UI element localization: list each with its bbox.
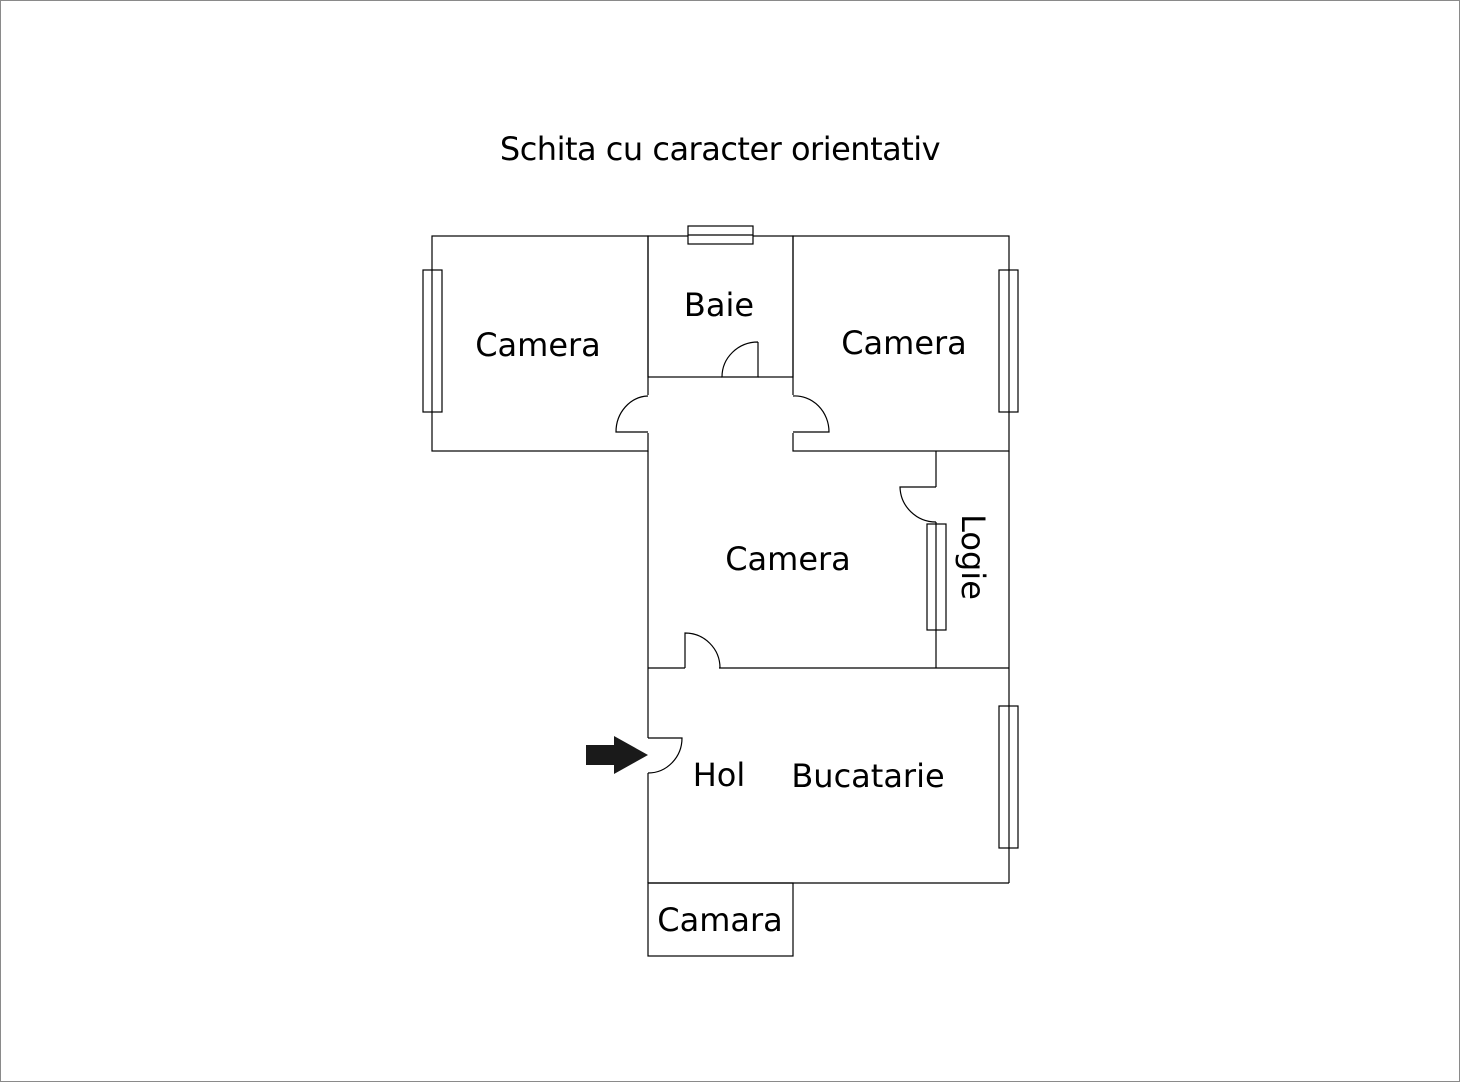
room-label-camera-middle: Camera (725, 540, 851, 578)
door-entrance (647, 737, 683, 774)
walls (431, 235, 1010, 957)
door-camera-right (792, 395, 830, 433)
door-logie (899, 486, 937, 523)
room-label-camara: Camara (657, 901, 783, 939)
door-camera-middle (684, 632, 721, 669)
doors (615, 341, 937, 774)
arrow-right-icon (586, 736, 648, 774)
room-label-camera-left: Camera (475, 326, 601, 364)
room-label-bucatarie: Bucatarie (791, 757, 944, 795)
door-camera-left (615, 395, 649, 433)
page-title: Schita cu caracter orientativ (499, 130, 941, 168)
door-baie (721, 341, 759, 378)
room-label-logie: Logie (954, 514, 992, 600)
windows (422, 225, 1019, 849)
room-label-baie: Baie (684, 286, 754, 324)
room-label-hol: Hol (693, 756, 746, 794)
room-label-camera-right: Camera (841, 324, 967, 362)
wall-camara (647, 882, 794, 957)
